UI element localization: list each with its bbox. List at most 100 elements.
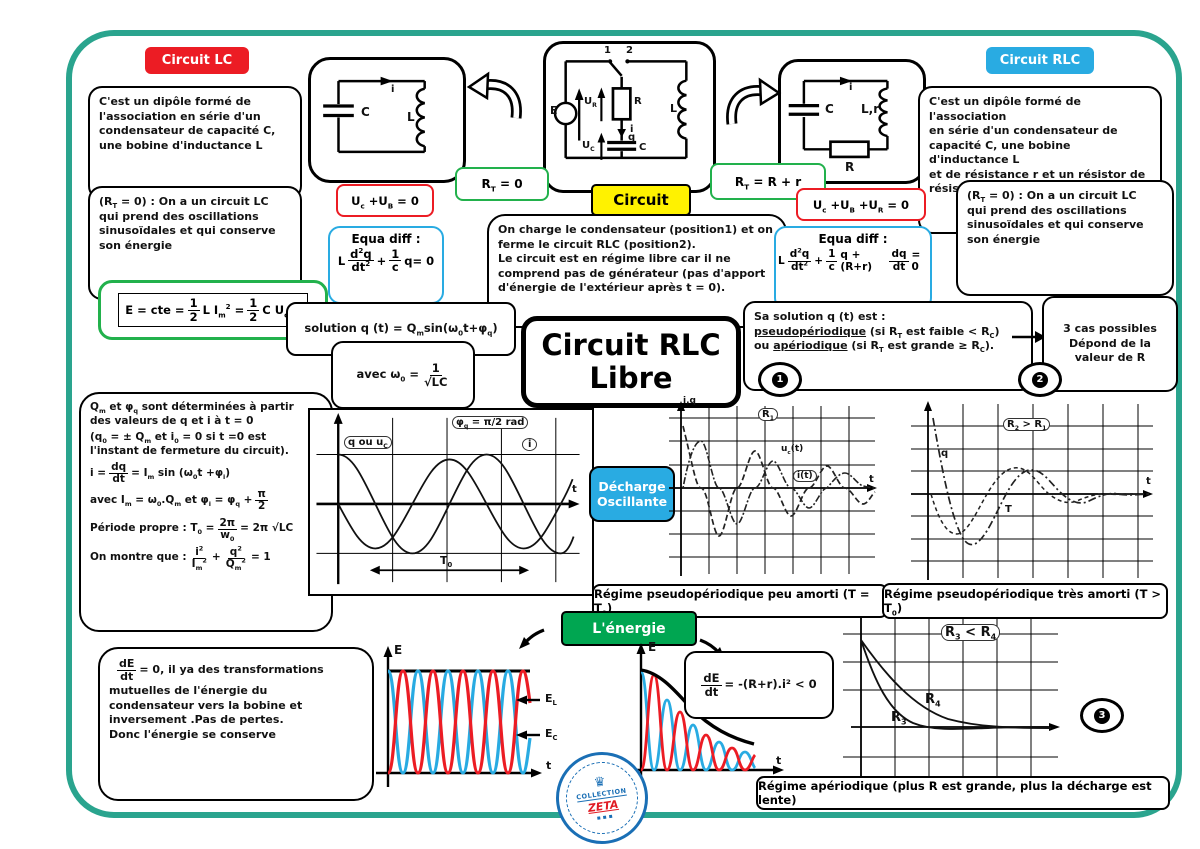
graphC-R3-label: R3: [891, 710, 907, 727]
graph-energy-conserved: E t EL EC: [370, 643, 568, 797]
rlc-solution-ou: ou: [754, 339, 774, 353]
rlc-resistor-label: R: [845, 160, 855, 174]
e-label: E: [550, 104, 558, 117]
capacitor-C: [607, 140, 637, 151]
switch-pos1-label: 1: [604, 45, 611, 56]
uc-label: UC: [582, 140, 595, 153]
qm-line2: (q0 = ± Qm et i0 = 0 si t =0 est l'insta…: [90, 430, 289, 457]
graph3-T-label: T: [1005, 504, 1012, 515]
q-strong-damped-curve: [932, 417, 1150, 546]
caption-tres-amorti: Régime pseudopériodique très amorti (T >…: [882, 583, 1168, 619]
graph-aperiodique: R3 < R4 R4 R3: [833, 612, 1073, 792]
graph1-t-label: t: [572, 484, 577, 495]
graph2-uc-label: uc(t): [781, 444, 804, 456]
stamp-inner: ♛ COLLECTION ZETA ▪ ▪ ▪: [561, 757, 643, 839]
Ec-decay-curve: [639, 670, 757, 772]
rlc-solution-line2: (si RT est faible < RC): [866, 324, 1000, 340]
rlc-current-arrow-icon: [839, 76, 853, 86]
ur-arrow: [597, 87, 606, 122]
rt-sum-label: RT = R + r: [734, 174, 802, 191]
marker-1: 1: [758, 362, 802, 397]
main-circuit-svg: [553, 59, 688, 160]
main-wires: [564, 60, 688, 160]
main-circuit-diagram: 1 2 E UR R L i q UC C: [543, 41, 716, 193]
rlc-eq-mid: q + (R+r): [840, 249, 873, 273]
qm-periode-post: = 2π √LC: [240, 522, 294, 535]
lc-mesh-law: Uc +UB = 0: [351, 193, 419, 210]
lc-description-box: C'est un dipôle formé de l'association e…: [88, 86, 302, 200]
fraction: 1√LC: [424, 361, 448, 389]
marker-2-number: 2: [1032, 371, 1048, 388]
three-cases-box: 3 cas possibles Dépond de la valeur de R: [1042, 296, 1178, 392]
graph-peu-amorti-svg: [669, 401, 877, 576]
decharge-oscillante-badge: Décharge Oscillante: [589, 466, 675, 522]
rlc-inductor-label: L,r: [861, 102, 880, 116]
EL-decay-curve: [639, 673, 757, 772]
energie-arrow-left-icon: [519, 628, 545, 649]
graph-peu-amorti: i,q R1 uc(t) i(t) t: [663, 396, 883, 586]
r-label: R: [634, 96, 642, 107]
lc-mesh-law-box: Uc +UB = 0: [336, 184, 434, 217]
graph1-phase-label: φq = π/2 rad: [452, 416, 529, 430]
graph-energy-conserved-svg: [376, 646, 542, 787]
EL-pointer: [516, 695, 540, 705]
graph3-q-label: q: [941, 448, 949, 459]
grid: [843, 618, 1058, 784]
qm-equals-one: = 1: [250, 551, 271, 564]
graph-oscillations: q ou uC φq = π/2 rad i t T0: [308, 408, 594, 596]
EL-curve: [386, 669, 532, 775]
rlc-capacitor: [788, 104, 820, 116]
omega0-pre: avec ω0 =: [356, 367, 420, 384]
lc-capacitor: [323, 104, 354, 118]
graph1-ylabel: q ou uC: [344, 436, 392, 450]
graph-aperiodique-svg: [843, 618, 1060, 784]
lc-inductor-label: L: [407, 110, 415, 124]
i-label: i: [630, 124, 634, 135]
EC-pointer: [516, 730, 540, 740]
rlc-resistor: [829, 140, 870, 159]
caption-aperiodique-text: Régime apériodique (plus R est grande, p…: [758, 779, 1152, 807]
lc-inductor-coil: [415, 87, 426, 148]
energy-note-rest: mutuelles de l'énergie du condensateur v…: [109, 684, 303, 741]
l-label: L: [670, 102, 678, 115]
graph1-i-label: i: [522, 438, 538, 451]
rt-zero-box: RT = 0: [455, 167, 549, 201]
energy-note-first: = 0, il ya des transformations: [139, 662, 324, 676]
charge-note-box: On charge le condensateur (position1) et…: [487, 214, 787, 328]
lc-capacitor-label: C: [361, 105, 370, 119]
switch-blade: [609, 61, 623, 77]
lc-current-label: i: [391, 84, 395, 95]
qm-i-pre: i =: [90, 467, 107, 480]
lc-circuit-diagram: i C L: [308, 57, 466, 183]
lc-eq-op: +: [376, 253, 387, 268]
rlc-eq-op: +: [814, 255, 824, 267]
graph2-axis-label: i,q: [683, 396, 696, 406]
graphA-t-label: t: [546, 759, 552, 772]
marker-3-number: 3: [1094, 707, 1110, 724]
caption-aperiodique: Régime apériodique (plus R est grande, p…: [756, 776, 1170, 810]
caption-tres-amorti-text: Régime pseudopériodique très amorti (T >…: [884, 587, 1162, 618]
qm-i-post: = Im sin (ω0t +φi): [131, 467, 231, 482]
rt-sum-box: RT = R + r: [710, 163, 826, 200]
graphC-compare-label: R3 < R4: [941, 624, 1001, 641]
circuit-badge-label: Circuit: [613, 191, 669, 209]
qm-periode-pre: Période propre : T0 =: [90, 522, 215, 537]
switch-pos2-label: 2: [626, 45, 633, 56]
lc-circuit-svg: [323, 76, 426, 154]
graph2-R1-label: R1: [758, 408, 779, 422]
lc-solution-formula: solution q (t) = Qmsin(ω0t+φq): [304, 321, 498, 338]
energie-badge: L'énergie: [561, 611, 697, 646]
rlc-eq-pre: L: [778, 255, 785, 267]
graph3-t-label: t: [1146, 476, 1151, 487]
